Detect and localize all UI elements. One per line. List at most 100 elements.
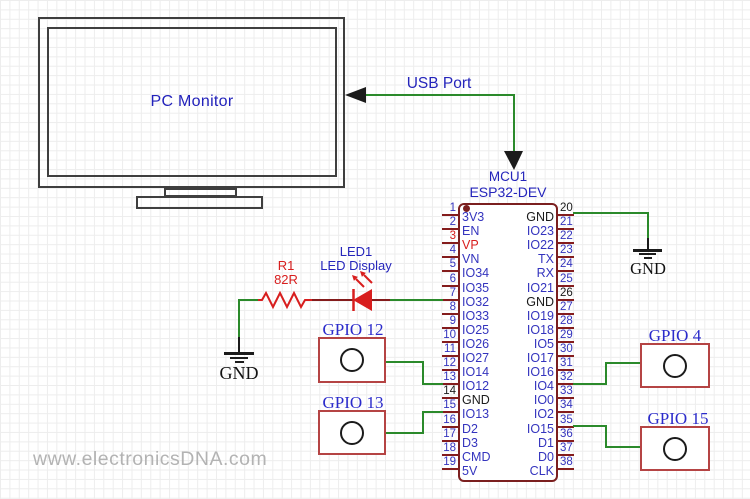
mcu-body (458, 203, 558, 482)
pin-number: 12 (443, 357, 456, 370)
wire-gpio13-h2 (422, 411, 443, 413)
pin-number: 24 (560, 258, 573, 271)
pin-name: IO26 (462, 336, 490, 351)
pin-name: GND (526, 210, 554, 224)
pin-stub (558, 453, 574, 456)
gpio4-connector (640, 343, 710, 388)
pin-stub (442, 228, 458, 231)
pin-name: IO15 (526, 421, 554, 436)
pin-stub (558, 270, 574, 273)
pin-stub (442, 298, 458, 301)
pin-name: IO23 (526, 224, 554, 239)
pin-number: 30 (560, 343, 573, 355)
pin-stub (442, 467, 458, 470)
pin-number: 20 (560, 202, 573, 214)
pin-number: 13 (443, 371, 456, 384)
pin-stub (558, 214, 574, 216)
pin-stub (442, 242, 458, 245)
wire-pin20-gnd-v (647, 213, 649, 238)
gpio13-pin-circle (340, 420, 364, 445)
pin-stub (442, 326, 458, 329)
usb-arrow-down-icon (504, 151, 523, 170)
gpio15-pin-circle (663, 436, 687, 461)
pin-number: 18 (443, 441, 456, 454)
pin-name: IO17 (526, 351, 554, 365)
pin-stub (558, 369, 574, 372)
pin-stub (558, 312, 574, 315)
pin-stub (442, 340, 458, 343)
pin-name: IO2 (533, 407, 554, 422)
pc-monitor-stand-base (136, 196, 263, 209)
gpio13-connector (318, 410, 386, 455)
pin-number: 33 (560, 385, 573, 398)
pin-name: IO22 (526, 238, 554, 253)
pin-name: GND (462, 393, 490, 408)
pin-stub (442, 256, 458, 259)
pin-stub (442, 270, 458, 273)
pin-name: EN (462, 224, 480, 239)
pin-number: 9 (449, 314, 456, 327)
wire-gpio12-v (422, 361, 424, 384)
pin-name: 3V3 (462, 210, 485, 224)
pin-name: IO12 (462, 379, 490, 394)
pin-stub (442, 214, 458, 216)
pin-stub (558, 326, 574, 329)
pin-stub (558, 355, 574, 357)
pin-stub (558, 411, 574, 414)
pin-stub (442, 453, 458, 456)
gpio15-label: GPIO 15 (647, 409, 709, 428)
pin-number: 34 (560, 399, 573, 412)
pin-number: 38 (560, 455, 573, 468)
pin-name: TX (538, 252, 554, 267)
gpio12-connector (318, 337, 386, 383)
pin-stub (442, 312, 458, 315)
pin-stub (558, 284, 574, 287)
wire-gpio4-h1 (573, 383, 607, 385)
pin-number: 35 (560, 413, 573, 426)
pin-number: 1 (449, 202, 456, 214)
pin-number: 37 (560, 441, 573, 454)
pin-name: D2 (462, 421, 478, 436)
pin-number: 6 (449, 272, 456, 285)
pin-number: 28 (560, 314, 573, 327)
pin-name: VP (462, 238, 479, 253)
mcu-part-name: ESP32-DEV (469, 184, 547, 200)
gpio12-pin-circle (340, 348, 364, 372)
wire-gpio12-h1 (386, 361, 424, 363)
gnd-right-label: GND (630, 259, 666, 278)
pin-stub (442, 397, 458, 400)
pin-number: 3 (449, 230, 456, 243)
pin-name: IO0 (533, 393, 554, 408)
gpio4-pin-circle (663, 353, 687, 378)
pin-number: 16 (443, 413, 456, 426)
pc-monitor-frame (38, 17, 345, 188)
pin-number: 23 (560, 244, 573, 257)
watermark: www.electronicsDNA.com (33, 448, 268, 470)
pin-number: 27 (560, 300, 573, 313)
pin-name: IO18 (526, 322, 554, 337)
pin-name: IO32 (462, 294, 490, 309)
pin-stub (558, 298, 574, 301)
pin-stub (558, 397, 574, 400)
pin-stub (442, 369, 458, 372)
pin-name: IO27 (462, 351, 490, 365)
pin-name: VN (462, 252, 480, 267)
pin-name: RX (536, 266, 554, 281)
usb-wire-horizontal (363, 94, 515, 96)
gpio13-label: GPIO 13 (322, 393, 384, 412)
pin-name: IO16 (526, 365, 554, 380)
pin-stub (558, 425, 574, 428)
led-description: LED Display (320, 258, 392, 273)
pin-name: GND (526, 294, 554, 309)
pin-stub (442, 284, 458, 287)
pin1-marker-icon (463, 205, 470, 212)
pin-number: 8 (449, 300, 456, 313)
wire-gpio13-h1 (386, 432, 424, 434)
pin-number: 14 (443, 385, 456, 398)
pin-name: CMD (462, 449, 491, 464)
pin-stub (442, 411, 458, 414)
mcu-reference: MCU1 (488, 169, 528, 184)
pin-stub (558, 242, 574, 245)
wire-gpio15-v (605, 426, 607, 448)
pin-number: 4 (449, 244, 456, 257)
